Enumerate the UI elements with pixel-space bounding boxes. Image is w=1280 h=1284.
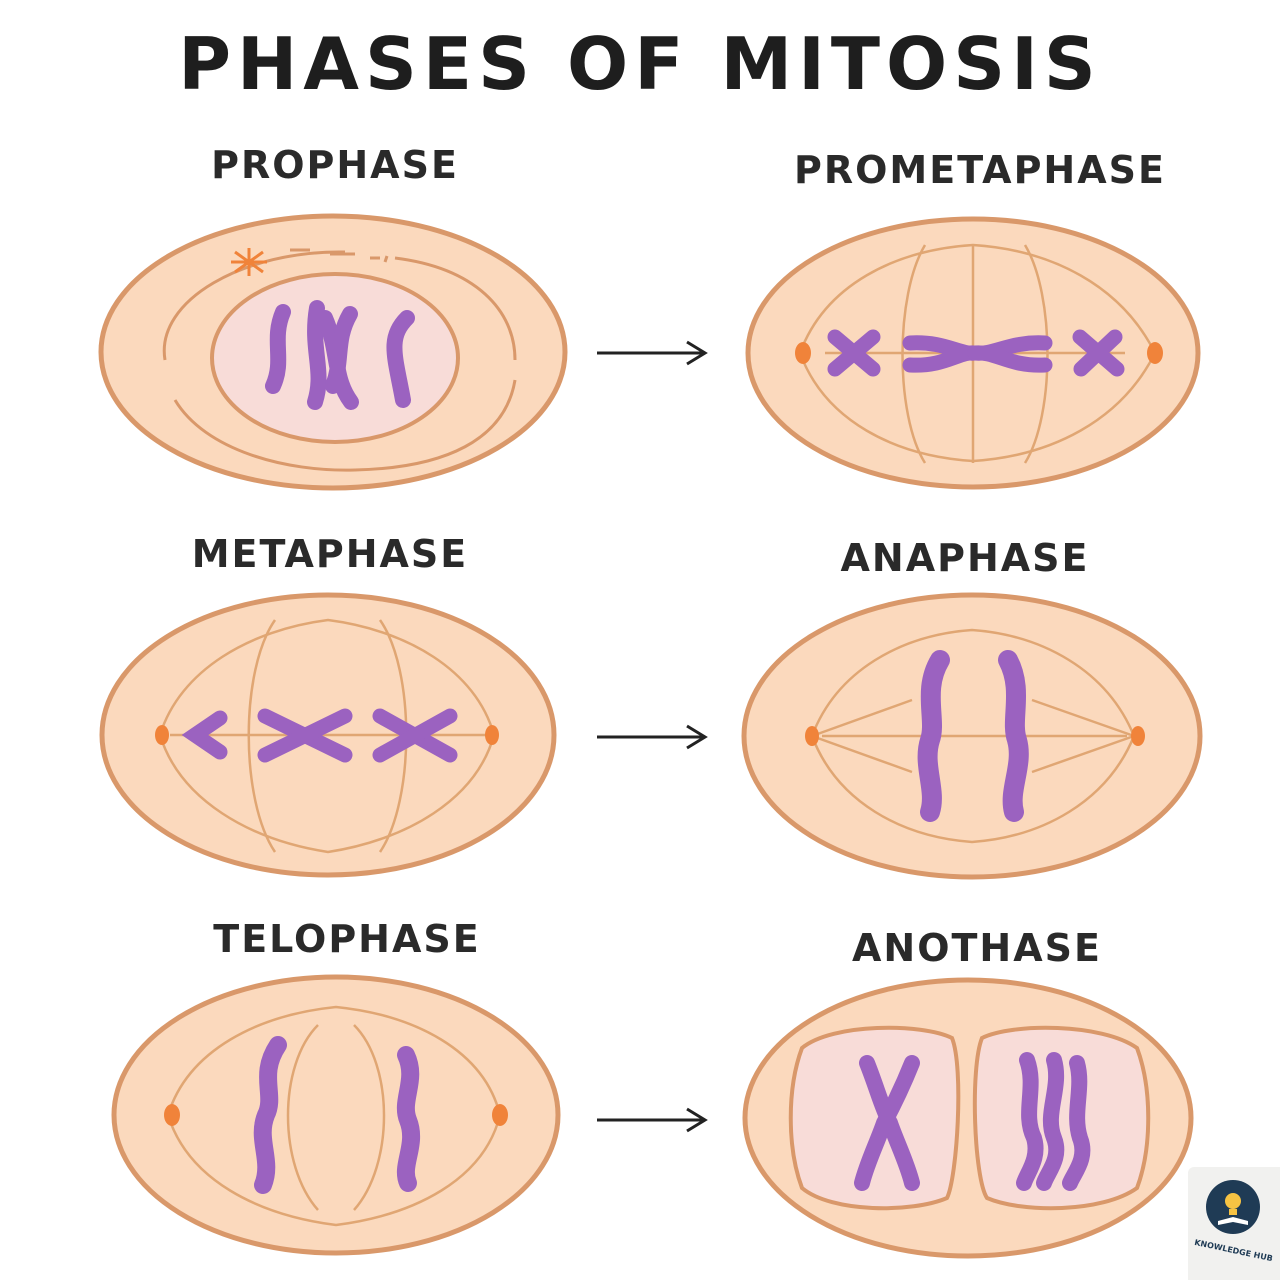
arrow-2	[597, 724, 708, 750]
logo-text: KNOWLEDGE HUB	[1194, 1238, 1274, 1263]
centrosome-star-icon	[231, 248, 267, 276]
label-metaphase: METAPHASE	[191, 532, 469, 576]
label-anothase: ANOTHASE	[852, 926, 1102, 970]
prophase-cell	[98, 213, 568, 491]
label-anaphase: ANAPHASE	[840, 536, 1090, 580]
metaphase-cell	[99, 592, 557, 878]
anaphase-cell	[741, 592, 1203, 880]
metaphase-chromosomes	[181, 708, 458, 763]
label-telophase: TELOPHASE	[213, 917, 481, 961]
anaphase-chromosomes	[917, 650, 1029, 822]
page-title: PHASES OF MITOSIS	[178, 22, 1102, 106]
telophase-cell	[111, 974, 561, 1256]
arrow-1	[597, 340, 708, 366]
label-prometaphase: PROMETAPHASE	[794, 148, 1166, 192]
label-prophase: PROPHASE	[211, 143, 459, 187]
arrow-3	[597, 1107, 708, 1133]
anothase-chromosomes	[854, 1052, 1091, 1191]
knowledge-hub-logo: KNOWLEDGE HUB	[1188, 1167, 1280, 1280]
telophase-chromosomes	[253, 1036, 421, 1194]
prophase-chromosomes	[265, 300, 415, 410]
prometaphase-chromosomes	[827, 329, 1125, 377]
lightbulb-book-icon: KNOWLEDGE HUB	[1194, 1180, 1274, 1263]
anothase-cell	[742, 977, 1194, 1259]
prometaphase-cell	[745, 216, 1201, 490]
